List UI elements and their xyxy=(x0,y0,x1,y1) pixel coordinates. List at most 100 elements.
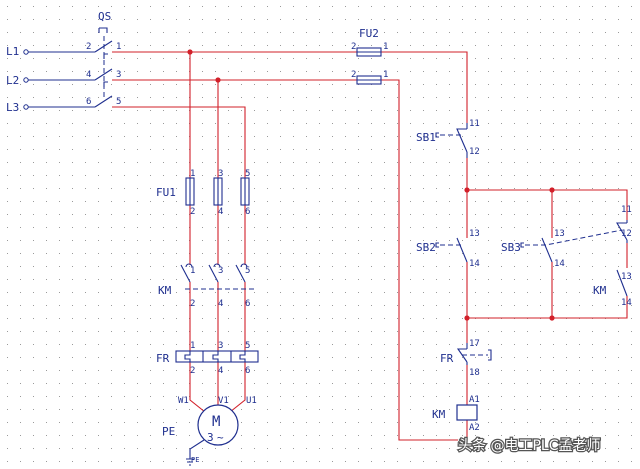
km-main-pin-3: 3 xyxy=(218,266,223,276)
fu1-pin-5: 5 xyxy=(245,169,250,179)
wire-l3-drop xyxy=(112,106,246,178)
fu2-pin-1a: 1 xyxy=(383,42,388,52)
sb1-pin-11: 11 xyxy=(469,119,480,129)
wire-return-to-coil xyxy=(381,79,458,441)
sb3-no-contact-icon xyxy=(541,237,553,263)
km-aux-pin-14: 14 xyxy=(621,298,632,308)
fu2-pin-2a: 2 xyxy=(351,42,356,52)
km-main-pin-1: 1 xyxy=(190,266,195,276)
fr-ctrl-pin-18: 18 xyxy=(469,368,480,378)
motor-terminal-u1: U1 xyxy=(246,396,257,406)
sb3-pin-13: 13 xyxy=(554,229,565,239)
fu1-pin-1: 1 xyxy=(190,169,195,179)
sb3-nc-contact-icon xyxy=(616,220,628,243)
fr-ctrl-pin-17: 17 xyxy=(469,339,480,349)
fu2-pin-1b: 1 xyxy=(383,70,388,80)
junction-ctrl-3-icon xyxy=(549,315,555,321)
motor-terminal-v1: V1 xyxy=(218,396,229,406)
qs-pin-1: 1 xyxy=(116,42,121,52)
km-main-pin-2: 2 xyxy=(190,299,195,309)
km-coil: KM A1 A2 xyxy=(432,395,480,433)
fr-main-dividers xyxy=(202,351,232,362)
wire-branch-bottom xyxy=(467,296,628,319)
qs-isolator: QS 2 1 4 3 6 5 xyxy=(86,10,121,108)
sb2-label: SB2 xyxy=(416,241,436,254)
qs-top-handle-icon xyxy=(98,27,108,33)
sb3-pin-11: 11 xyxy=(621,205,632,215)
sb3-jog-button: SB3 13 14 11 12 xyxy=(501,205,632,269)
sb1-stop-button: SB1 11 12 xyxy=(416,119,480,158)
km-aux-contact: KM 13 14 xyxy=(593,269,632,308)
wire-km-to-fr xyxy=(189,282,246,351)
qs-link-marks-icon xyxy=(103,53,108,87)
sb2-contact-icon xyxy=(456,237,468,263)
motor: W1 V1 U1 M 3 ~ PE PE xyxy=(162,396,257,466)
fr-main-heaters-icon xyxy=(184,351,246,362)
fu1-pin-2: 2 xyxy=(190,207,195,217)
motor-phase: 3 xyxy=(207,431,214,444)
line-l1-label: L1 xyxy=(6,45,19,58)
qs-pin-5: 5 xyxy=(116,97,121,107)
km-aux-label: KM xyxy=(593,284,607,297)
line-l3-label: L3 xyxy=(6,101,19,114)
junction-ctrl-2-icon xyxy=(549,187,555,193)
junction-l2-icon xyxy=(215,77,221,83)
fu1-pin-3: 3 xyxy=(218,169,223,179)
sb1-contact-icon xyxy=(456,123,468,158)
qs-pin-3: 3 xyxy=(116,70,121,80)
km-main-pin-4: 4 xyxy=(218,299,223,309)
sb3-label: SB3 xyxy=(501,241,521,254)
supply-terminals: L1 L2 L3 xyxy=(6,45,95,114)
terminal-l2-icon xyxy=(23,77,29,83)
sb1-label: SB1 xyxy=(416,131,436,144)
wire-fr-to-motor xyxy=(189,362,246,413)
control-circuit-wires xyxy=(381,51,628,441)
sb2-pin-14: 14 xyxy=(469,259,480,269)
km-main-pin-5: 5 xyxy=(245,266,250,276)
watermark: 头条 @电工PLC孟老师 xyxy=(457,436,602,456)
supply-leads xyxy=(28,51,95,108)
fr-ctrl-thermal-icon xyxy=(488,349,492,361)
line-l2-label: L2 xyxy=(6,74,19,87)
motor-icon xyxy=(197,404,239,446)
junction-ctrl-1-icon xyxy=(464,187,470,193)
wire-branch-top xyxy=(467,189,628,220)
fr-control-contact: FR 17 18 xyxy=(440,339,492,378)
sb2-start-button: SB2 13 14 xyxy=(416,229,480,269)
motor-phase-mark: ~ xyxy=(217,431,224,444)
qs-label: QS xyxy=(98,10,111,23)
dot-grid xyxy=(7,6,632,462)
fr-main-pin-3: 3 xyxy=(218,341,223,351)
fr-main-pin-1: 1 xyxy=(190,341,195,351)
fu1-pin-4: 4 xyxy=(218,207,223,217)
km-main-pin-6: 6 xyxy=(245,299,250,309)
pe-label: PE xyxy=(162,425,175,438)
km-coil-icon xyxy=(456,404,478,421)
fr-main-pin-6: 6 xyxy=(245,366,250,376)
motor-letter: M xyxy=(212,414,220,430)
wire-fuse-to-km xyxy=(189,205,246,265)
km-coil-pin-a1: A1 xyxy=(469,395,480,405)
junction-ctrl-4-icon xyxy=(464,315,470,321)
qs-pin-6: 6 xyxy=(86,97,91,107)
sb1-push-icon xyxy=(435,132,439,138)
sb3-pin-12: 12 xyxy=(621,229,632,239)
km-main-contact-blades-icon xyxy=(180,264,246,283)
km-aux-contact-icon xyxy=(616,269,628,297)
fu1-fuses: FU1 1 3 5 2 4 6 xyxy=(156,169,250,217)
fu2-fuse-elements xyxy=(357,51,381,81)
sb3-pin-14: 14 xyxy=(554,259,565,269)
pe-lead xyxy=(189,439,205,459)
fu1-fuse-elements xyxy=(189,178,246,205)
km-aux-pin-13: 13 xyxy=(621,272,632,282)
junction-l1-icon xyxy=(187,49,193,55)
fr-thermal-relay: FR 1 3 5 2 4 6 xyxy=(156,341,259,376)
fr-main-pin-2: 2 xyxy=(190,366,195,376)
sb2-push-icon xyxy=(435,242,439,248)
sb1-pin-12: 12 xyxy=(469,147,480,157)
wire-fu2-to-sb1 xyxy=(381,51,468,123)
qs-pin-4: 4 xyxy=(86,70,91,80)
terminal-l3-icon xyxy=(23,104,29,110)
sb3-push-icon xyxy=(520,242,524,248)
